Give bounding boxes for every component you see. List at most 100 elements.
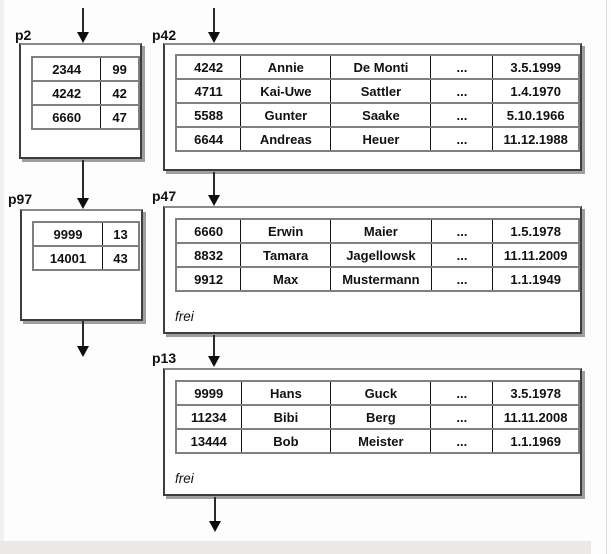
table-cell: 1.1.1949 (492, 266, 580, 292)
arrow-down-p2-to-p97-icon (82, 160, 84, 198)
table-cell: 5588 (175, 102, 242, 128)
table-cell: Mustermann (330, 266, 432, 292)
page-label-p13: p13 (152, 350, 177, 366)
table-cell: 6660 (175, 218, 242, 244)
table-cell: 9999 (175, 380, 242, 406)
table-cell: Andreas (240, 126, 332, 152)
table-cell: Maier (330, 218, 432, 244)
table-cell: ... (430, 126, 494, 152)
table-cell: 9912 (175, 266, 242, 292)
page-label-p42: p42 (152, 27, 177, 43)
table-cell: Erwin (240, 218, 332, 244)
table-cell: 43 (102, 245, 140, 271)
table-cell: ... (430, 266, 494, 292)
table-cell: 11.11.2008 (492, 404, 580, 430)
arrow-down-into-p42-icon (213, 8, 215, 32)
table-cell: 4711 (175, 78, 242, 104)
table-cell: 1.5.1978 (492, 218, 580, 244)
table-cell: Berg (330, 404, 432, 430)
table-cell: 6660 (31, 104, 102, 130)
page-label-p97: p97 (8, 191, 33, 207)
table-cell: Sattler (330, 78, 432, 104)
table-cell: 2344 (31, 56, 102, 82)
slide-footer-bar (0, 541, 591, 554)
free-space-label: frei (175, 471, 194, 486)
table-cell: 5.10.1966 (492, 102, 580, 128)
page-label-p2: p2 (15, 27, 32, 43)
table-cell: 11234 (175, 404, 242, 430)
table-cell: 47 (100, 104, 140, 130)
table-cell: 4242 (175, 54, 242, 80)
table-cell: Max (240, 266, 332, 292)
table-cell: Saake (330, 102, 432, 128)
page-label-p47: p47 (152, 188, 177, 204)
table-cell: 3.5.1999 (492, 54, 580, 80)
table-cell: ... (430, 242, 494, 268)
table-cell: Heuer (330, 126, 432, 152)
table-cell: 1.4.1970 (492, 78, 580, 104)
arrow-down-p47-to-p13-icon (213, 335, 215, 356)
table-cell: Gunter (240, 102, 332, 128)
table-cell: 11.12.1988 (492, 126, 580, 152)
table-cell: De Monti (330, 54, 432, 80)
table-cell: 1.1.1969 (492, 428, 580, 454)
table-cell: 9999 (32, 221, 103, 247)
table-cell: ... (430, 218, 494, 244)
table-cell: 6644 (175, 126, 242, 152)
table-cell: 11.11.2009 (492, 242, 580, 268)
table-cell: Meister (330, 428, 432, 454)
table-cell: ... (430, 428, 494, 454)
arrow-down-into-p2-icon (82, 8, 84, 32)
table-cell: ... (430, 78, 494, 104)
table-cell: 3.5.1978 (492, 380, 580, 406)
table-cell: Bibi (240, 404, 332, 430)
table-cell: ... (430, 380, 494, 406)
table-cell: 8832 (175, 242, 242, 268)
table-cell: Jagellowsk (330, 242, 432, 268)
table-cell: 99 (100, 56, 140, 82)
table-cell: Tamara (240, 242, 332, 268)
table-cell: Annie (240, 54, 332, 80)
table-cell: 14001 (32, 245, 103, 271)
table-cell: ... (430, 404, 494, 430)
free-space-label: frei (175, 309, 194, 324)
table-cell: Guck (330, 380, 432, 406)
table-cell: Bob (240, 428, 332, 454)
arrow-down-from-p97-icon (82, 321, 84, 346)
table-cell: ... (430, 54, 494, 80)
table-cell: Hans (240, 380, 332, 406)
slide-left-margin (0, 0, 4, 554)
table-cell: Kai-Uwe (240, 78, 332, 104)
table-cell: 42 (100, 80, 140, 106)
slide-right-border (606, 0, 607, 554)
table-cell: 4242 (31, 80, 102, 106)
table-cell: 13444 (175, 428, 242, 454)
arrow-down-from-p13-icon (214, 497, 216, 521)
